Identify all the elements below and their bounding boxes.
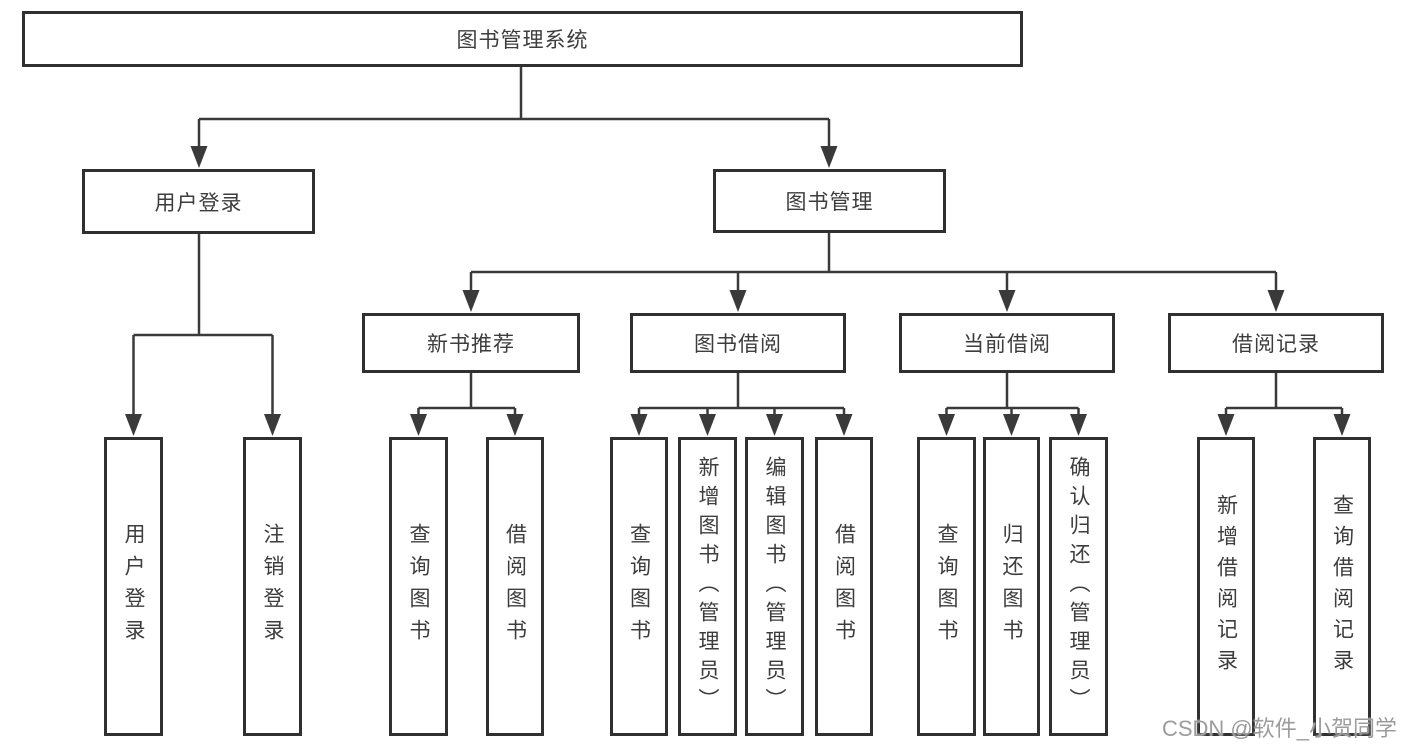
node-label: 借阅图书 <box>832 522 856 651</box>
connector-current-children <box>945 373 1080 415</box>
arrowhead <box>1217 414 1235 436</box>
arrowhead <box>125 414 142 436</box>
arrowhead <box>1003 414 1020 436</box>
arrowhead <box>820 146 838 168</box>
node-label: 新书推荐 <box>427 333 515 356</box>
node-borrow-books-newrec: 借阅图书 <box>486 437 544 736</box>
node-label: 查询图书 <box>407 522 430 651</box>
node-library-management-system: 图书管理系统 <box>22 11 1023 67</box>
arrowhead <box>506 414 524 436</box>
node-new-book-recommendation: 新书推荐 <box>362 313 580 373</box>
connector-bookmgmt-sections <box>469 233 1278 291</box>
connector-userlogin-children <box>132 234 274 415</box>
node-label: 归还图书 <box>1000 522 1023 651</box>
node-label: 编辑图书（管理员） <box>763 456 786 717</box>
arrowhead <box>410 414 427 436</box>
node-user-login: 用户登录 <box>82 169 315 234</box>
arrowhead <box>264 414 281 436</box>
node-query-borrow-records: 查询借阅记录 <box>1313 437 1371 736</box>
node-label: 查询借阅记录 <box>1330 493 1354 680</box>
connector-newrec-children <box>417 373 517 415</box>
arrowhead <box>630 414 648 436</box>
node-label: 查询图书 <box>935 522 958 651</box>
connector-root-to-level2 <box>197 67 831 147</box>
arrowhead <box>835 414 853 436</box>
node-book-management: 图书管理 <box>713 169 946 233</box>
node-return-books: 归还图书 <box>983 437 1040 736</box>
node-edit-books-admin: 编辑图书（管理员） <box>745 437 804 736</box>
arrowhead <box>1267 290 1285 312</box>
node-query-books-newrec: 查询图书 <box>389 437 448 736</box>
arrowhead <box>190 146 208 168</box>
connector-records-children <box>1224 373 1344 415</box>
node-current-borrowing: 当前借阅 <box>899 313 1115 373</box>
node-add-borrow-record: 新增借阅记录 <box>1197 437 1255 736</box>
node-confirm-return-admin: 确认归还（管理员） <box>1049 437 1108 736</box>
node-query-books-borrow: 查询图书 <box>610 437 668 736</box>
node-label: 图书管理系统 <box>456 29 589 52</box>
node-label: 用户登录 <box>122 522 145 651</box>
node-label: 注销登录 <box>261 522 284 651</box>
node-borrow-books-leaf: 借阅图书 <box>815 437 873 736</box>
connector-borrow-children <box>637 373 846 415</box>
arrowhead <box>729 290 747 312</box>
arrowhead <box>938 414 955 436</box>
node-label: 新增图书（管理员） <box>696 456 719 717</box>
node-user-login-leaf: 用户登录 <box>104 437 163 736</box>
node-label: 图书借阅 <box>694 333 782 356</box>
node-query-books-current: 查询图书 <box>917 437 976 736</box>
node-label: 借阅图书 <box>503 522 527 651</box>
node-label: 当前借阅 <box>963 333 1051 356</box>
node-label: 确认归还（管理员） <box>1067 456 1090 717</box>
node-label: 借阅记录 <box>1232 333 1320 356</box>
node-borrowing-records: 借阅记录 <box>1168 313 1384 373</box>
node-label: 新增借阅记录 <box>1214 493 1238 680</box>
node-logout: 注销登录 <box>243 437 302 736</box>
arrowhead <box>1333 414 1351 436</box>
node-label: 用户登录 <box>154 191 243 215</box>
node-add-books-admin: 新增图书（管理员） <box>678 437 737 736</box>
arrowhead <box>462 290 480 312</box>
arrowhead <box>766 414 783 436</box>
node-label: 查询图书 <box>627 522 651 651</box>
arrowhead <box>998 290 1016 312</box>
csdn-watermark: CSDN @软件_小贺同学 <box>1161 716 1397 741</box>
node-label: 图书管理 <box>785 191 874 214</box>
node-book-borrowing: 图书借阅 <box>630 313 846 373</box>
arrowhead <box>1070 414 1087 436</box>
arrowhead <box>699 414 716 436</box>
